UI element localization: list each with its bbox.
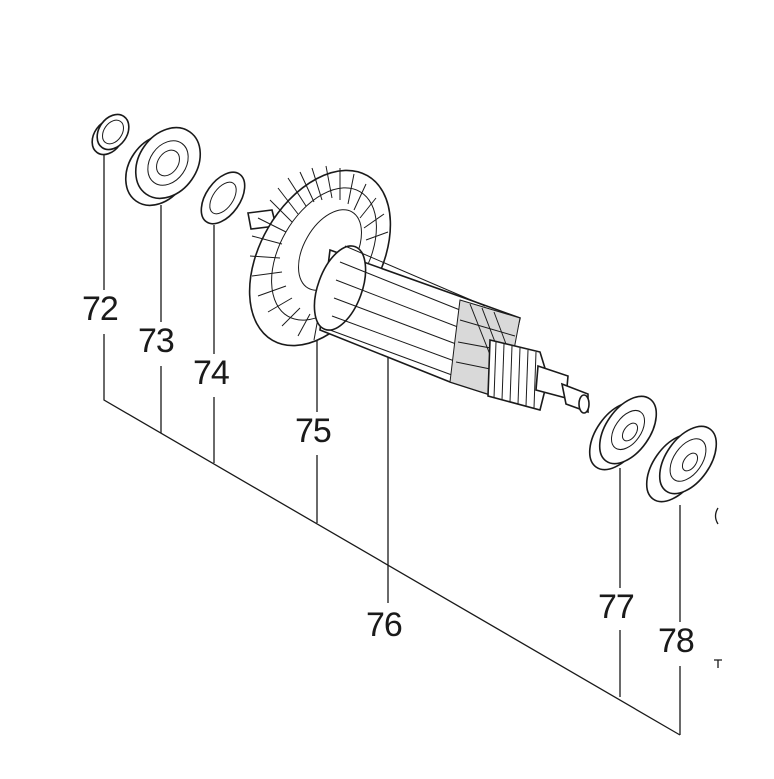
part-number-76: 76: [366, 606, 403, 644]
armature-icon: [313, 245, 590, 414]
ball-bearing-icon: [124, 126, 202, 207]
flat-washer-icon: [200, 171, 246, 225]
part-number-73: 73: [138, 322, 175, 360]
part-number-78: 78: [658, 622, 695, 660]
ball-bearing-icon: [588, 395, 658, 471]
needle-bearing-icon: [91, 113, 130, 156]
ball-bearing-icon: [645, 425, 718, 503]
part-number-74: 74: [193, 354, 230, 392]
part-number-72: 72: [82, 290, 119, 328]
clipped-edge-marks: [714, 507, 722, 668]
part-number-77: 77: [598, 588, 635, 626]
part-number-75: 75: [295, 412, 332, 450]
leader-lines: [103, 153, 681, 736]
